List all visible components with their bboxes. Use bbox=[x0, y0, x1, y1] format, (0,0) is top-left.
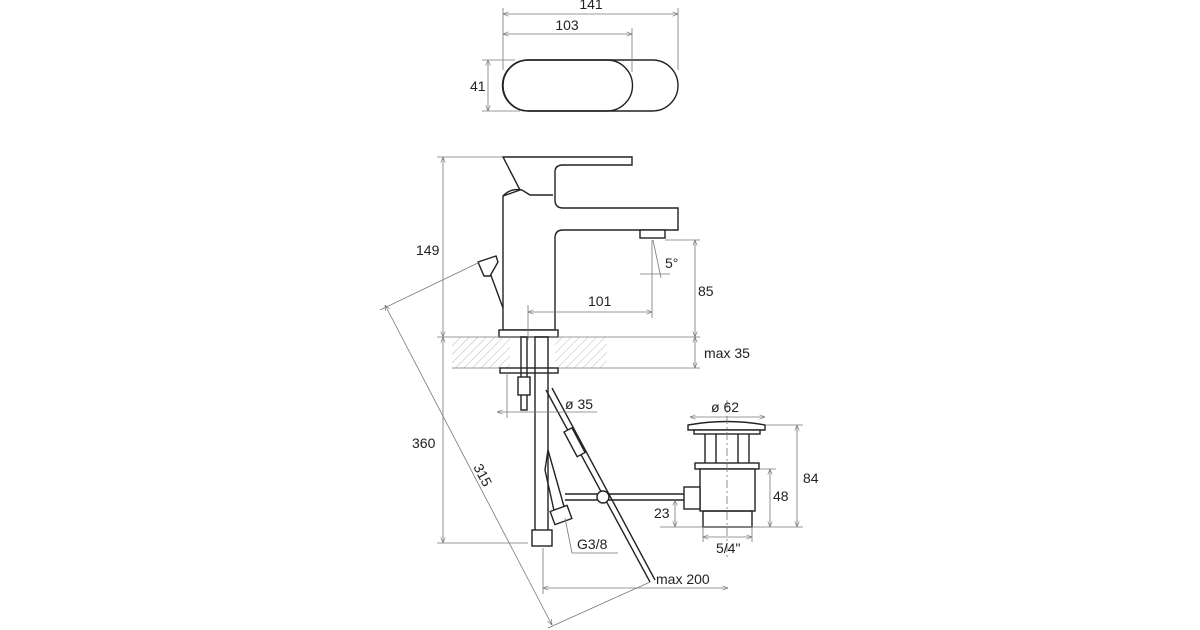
label-d35: ø 35 bbox=[565, 396, 593, 412]
label-360: 360 bbox=[412, 435, 436, 451]
label-103: 103 bbox=[555, 17, 579, 33]
drain-body bbox=[699, 468, 756, 512]
clamp bbox=[596, 490, 610, 504]
label-315: 315 bbox=[470, 461, 495, 489]
label-5deg: 5° bbox=[665, 255, 678, 271]
label-101: 101 bbox=[588, 293, 612, 309]
pull-rod bbox=[545, 387, 656, 583]
waste-valve: ø 62 84 48 23 5/4" bbox=[654, 399, 819, 560]
hose-nut-2 bbox=[549, 504, 573, 526]
drain-thread bbox=[702, 510, 753, 528]
hose-nut-1 bbox=[531, 529, 553, 547]
base-outline bbox=[502, 59, 679, 112]
label-max35: max 35 bbox=[704, 345, 750, 361]
drain-cap bbox=[687, 420, 766, 431]
label-141: 141 bbox=[579, 0, 603, 12]
rod-nut bbox=[683, 486, 701, 510]
label-85: 85 bbox=[698, 283, 714, 299]
handle-outline bbox=[501, 59, 634, 112]
faucet-body bbox=[501, 156, 679, 331]
label-84: 84 bbox=[803, 470, 819, 486]
label-149: 149 bbox=[416, 242, 440, 258]
side-view: 149 85 101 5° max 35 ø 35 360 315 G3/8 m… bbox=[379, 156, 750, 629]
base-plate bbox=[498, 329, 559, 338]
hose-1 bbox=[534, 336, 549, 538]
label-23: 23 bbox=[654, 505, 670, 521]
dim-315 bbox=[385, 305, 552, 625]
label-g38: G3/8 bbox=[577, 536, 608, 552]
aerator bbox=[639, 229, 666, 239]
popup-rod bbox=[488, 269, 504, 309]
nut bbox=[517, 376, 531, 396]
label-54: 5/4" bbox=[716, 540, 740, 556]
popup-knob bbox=[477, 255, 499, 277]
label-max200: max 200 bbox=[656, 571, 710, 587]
washer bbox=[499, 367, 559, 374]
label-41: 41 bbox=[470, 78, 486, 94]
label-48: 48 bbox=[773, 488, 789, 504]
label-d62: ø 62 bbox=[711, 399, 739, 415]
top-view: 141 103 41 bbox=[470, 0, 679, 112]
